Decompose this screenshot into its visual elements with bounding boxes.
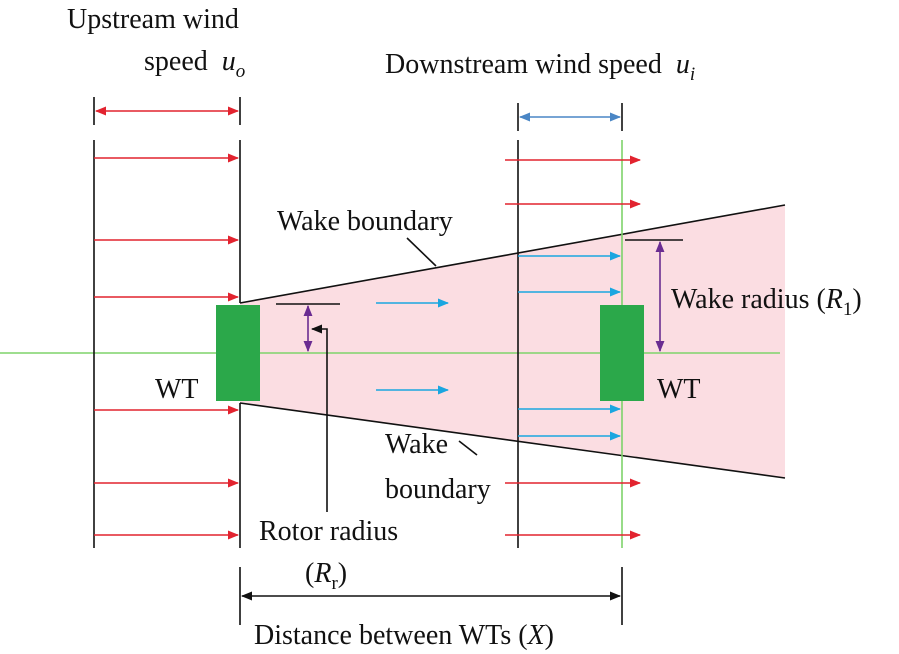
wake-arrows (376, 251, 622, 441)
upstream-label-line1: Upstream wind (67, 4, 239, 35)
wake-boundary-top-label: Wake boundary (277, 206, 453, 237)
downstream-wind-arrows (505, 155, 642, 540)
upstream-speed-symbol: u (222, 46, 236, 77)
wake-radius-subscript: 1 (843, 299, 853, 320)
upstream-wind-arrows (94, 153, 240, 540)
wake-radius-label: Wake radius (R1) (671, 284, 862, 320)
downstream-speed-subscript: i (690, 64, 695, 85)
rotor-radius-open: ( (305, 558, 314, 589)
upstream-label-line2: speed uo (144, 46, 245, 82)
rotor-radius-symbol: R (313, 558, 331, 589)
wake-region (240, 205, 785, 478)
rotor-radius-leader (310, 324, 328, 512)
wake-boundary-bottom-line (239, 402, 786, 479)
downstream-speed-words: Downstream wind speed (385, 49, 662, 80)
wt-right-label: WT (657, 374, 701, 405)
wind-turbine-upstream (216, 305, 260, 401)
distance-close: ) (545, 620, 554, 651)
distance-symbol: X (527, 620, 546, 651)
rotor-radius-label: Rotor radius (259, 516, 398, 547)
wake-boundary-top-leader (406, 237, 437, 267)
downstream-label: Downstream wind speed ui (385, 49, 695, 85)
wake-boundary-top-line (239, 204, 786, 304)
distance-label: Distance between WTs (X) (254, 620, 554, 651)
wake-boundary-bottom-leader (458, 440, 478, 456)
upstream-speed-word: speed (144, 46, 208, 77)
wt-left-label: WT (155, 374, 199, 405)
downstream-speed-symbol: u (676, 49, 690, 80)
wind-turbine-downstream (600, 305, 644, 401)
upstream-speed-subscript: o (236, 61, 246, 82)
rotor-radius-symbol-label: (Rr) (305, 558, 347, 594)
wake-radius-words: Wake radius ( (671, 284, 826, 315)
wake-boundary-bottom-label-line2: boundary (385, 474, 491, 505)
rotor-radius-close: ) (338, 558, 347, 589)
distance-words: Distance between WTs ( (254, 620, 528, 651)
wake-boundary-bottom-label-line1: Wake (385, 429, 448, 460)
rotor-radius-subscript: r (331, 573, 338, 594)
wake-radius-symbol: R (825, 284, 843, 315)
wake-radius-close: ) (852, 284, 861, 315)
